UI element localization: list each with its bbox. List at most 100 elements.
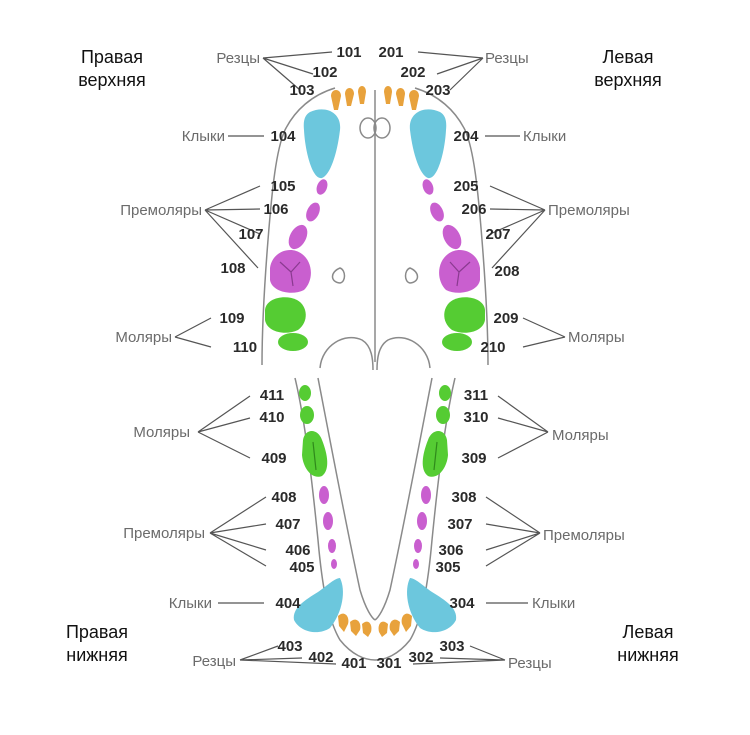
tooth-204 — [409, 109, 447, 179]
tooth-number-210: 210 — [480, 339, 505, 356]
tooth-number-204: 204 — [453, 128, 479, 145]
tooth-408 — [319, 486, 329, 504]
tooth-number-107: 107 — [238, 226, 263, 243]
tooth-number-303: 303 — [439, 638, 464, 655]
tooth-405 — [331, 559, 337, 569]
label-canines-upper-left: Клыки — [523, 128, 566, 145]
tooth-106 — [306, 202, 320, 222]
tooth-201 — [384, 86, 392, 104]
tooth-206 — [430, 202, 444, 222]
tooth-109 — [265, 297, 306, 333]
quadrant-title-lower-right: Правая — [66, 622, 128, 642]
tooth-number-209: 209 — [493, 310, 518, 327]
tooth-202 — [396, 88, 405, 106]
tooth-number-309: 309 — [461, 450, 486, 467]
tooth-number-103: 103 — [289, 82, 314, 99]
tooth-number-105: 105 — [270, 178, 295, 195]
tooth-209 — [444, 297, 485, 333]
lower-left-teeth — [378, 385, 457, 637]
label-canines-upper-right: Клыки — [182, 128, 225, 145]
tooth-number-110: 110 — [233, 339, 257, 356]
quadrant-title-upper-right: Правая — [81, 47, 143, 67]
tooth-number-102: 102 — [312, 64, 337, 81]
tooth-number-410: 410 — [259, 409, 284, 426]
tooth-305 — [413, 559, 419, 569]
label-molars-upper-left: Моляры — [568, 329, 625, 346]
label-molars-lower-right: Моляры — [133, 424, 190, 441]
tooth-number-101: 101 — [336, 44, 361, 61]
label-molars-upper-right: Моляры — [115, 329, 172, 346]
tooth-number-108: 108 — [220, 260, 245, 277]
quadrant-subtitle-upper-right: верхняя — [78, 70, 146, 90]
tooth-403 — [338, 613, 349, 632]
tooth-number-405: 405 — [289, 559, 314, 576]
quadrant-subtitle-upper-left: верхняя — [594, 70, 662, 90]
tooth-number-306: 306 — [438, 542, 463, 559]
tooth-303 — [401, 613, 412, 632]
tooth-103 — [331, 90, 341, 110]
tooth-number-308: 308 — [451, 489, 476, 506]
tooth-210 — [442, 333, 472, 351]
tooth-310 — [436, 406, 450, 424]
tooth-number-411: 411 — [260, 387, 284, 404]
tooth-number-205: 205 — [453, 178, 478, 195]
tooth-number-206: 206 — [461, 201, 486, 218]
tooth-number-408: 408 — [271, 489, 296, 506]
tooth-number-403: 403 — [277, 638, 302, 655]
tooth-401 — [362, 621, 372, 637]
tooth-number-305: 305 — [435, 559, 460, 576]
tooth-number-406: 406 — [285, 542, 310, 559]
leader-lines — [174, 51, 566, 665]
tooth-205 — [422, 179, 434, 195]
tooth-207 — [442, 224, 462, 250]
tooth-406 — [328, 539, 336, 553]
tooth-number-203: 203 — [425, 82, 450, 99]
tooth-407 — [323, 512, 333, 530]
label-incisors-upper-right: Резцы — [216, 50, 260, 67]
tooth-number-302: 302 — [408, 649, 433, 666]
tooth-number-201: 201 — [378, 44, 403, 61]
tooth-number-104: 104 — [270, 128, 296, 145]
tooth-number-407: 407 — [275, 516, 300, 533]
quadrant-subtitle-lower-right: нижняя — [66, 645, 127, 665]
tooth-411 — [299, 385, 311, 401]
tooth-number-109: 109 — [219, 310, 244, 327]
tooth-311 — [439, 385, 451, 401]
tooth-302 — [389, 619, 400, 636]
tooth-304 — [407, 578, 457, 633]
label-canines-lower-left: Клыки — [532, 595, 575, 612]
tooth-307 — [417, 512, 427, 530]
tooth-306 — [414, 539, 422, 553]
tooth-105 — [316, 179, 328, 195]
tooth-number-409: 409 — [261, 450, 286, 467]
tooth-102 — [345, 88, 354, 106]
quadrant-title-upper-left: Левая — [603, 47, 654, 67]
label-premolars-lower-right: Премоляры — [123, 525, 205, 542]
label-incisors-upper-left: Резцы — [485, 50, 529, 67]
label-premolars-upper-right: Премоляры — [120, 202, 202, 219]
tooth-101 — [358, 86, 366, 104]
tooth-301 — [378, 621, 388, 637]
label-molars-lower-left: Моляры — [552, 427, 609, 444]
tooth-404 — [293, 578, 343, 633]
upper-right-teeth — [265, 86, 366, 351]
tooth-104 — [303, 109, 341, 179]
tooth-number-307: 307 — [447, 516, 472, 533]
quadrant-subtitle-lower-left: нижняя — [617, 645, 678, 665]
tooth-number-404: 404 — [275, 595, 301, 612]
tooth-number-301: 301 — [376, 655, 401, 672]
tooth-203 — [409, 90, 419, 110]
upper-left-teeth — [384, 86, 485, 351]
tooth-number-106: 106 — [263, 201, 288, 218]
tooth-308 — [421, 486, 431, 504]
tooth-410 — [300, 406, 314, 424]
label-premolars-lower-left: Премоляры — [543, 527, 625, 544]
tooth-110 — [278, 333, 308, 351]
lower-right-teeth — [293, 385, 372, 637]
label-incisors-lower-right: Резцы — [192, 653, 236, 670]
tooth-107 — [288, 224, 308, 250]
label-incisors-lower-left: Резцы — [508, 655, 552, 672]
label-premolars-upper-left: Премоляры — [548, 202, 630, 219]
tooth-number-401: 401 — [341, 655, 366, 672]
